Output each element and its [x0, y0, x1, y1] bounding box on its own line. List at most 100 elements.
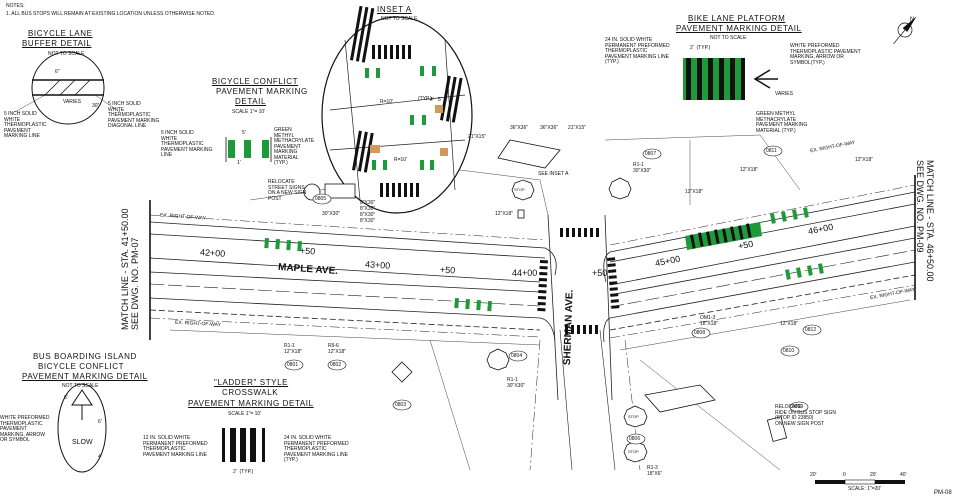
sign-om1-3-size: 18"X18": [700, 321, 719, 327]
sign-size-3: 36"X36": [540, 125, 559, 131]
island-title-2: BICYCLE CONFLICT: [38, 362, 125, 371]
island-note: WHITE PREFORMED THERMOPLASTIC PAVEMENT M…: [0, 415, 50, 443]
sign-r1-1-c-size: 30"X30": [507, 383, 526, 389]
inset-r10b: R=10': [394, 157, 408, 163]
stop-sign-3: STOP: [628, 449, 639, 454]
callout-0803: 0803: [395, 402, 407, 408]
scale-tick-0: 20': [810, 472, 817, 478]
station-42-50: +50: [299, 245, 316, 257]
conflict-title-3: DETAIL: [235, 97, 267, 106]
buffer-dim-varies: VARIES: [63, 99, 81, 105]
callout-0812: 0812: [805, 327, 817, 333]
sign-r1-1-a-size: 12"X18": [284, 349, 303, 355]
crosswalks: [537, 228, 620, 334]
island-dim-c: 4': [98, 454, 102, 460]
inset-scale: NOT TO SCALE: [381, 16, 418, 22]
callout-0805: 0805: [315, 196, 327, 202]
ladder-dim: 2' (TYP.): [233, 469, 254, 475]
sign-size-2: 36"X36": [510, 125, 529, 131]
inset-title: INSET A: [377, 5, 412, 14]
platform-title-2: PAVEMENT MARKING DETAIL: [676, 24, 802, 33]
buffer-scale: NOT TO SCALE: [48, 51, 85, 57]
ladder-right-note: 24 IN. SOLID WHITE PERMANENT PREFORMED T…: [284, 435, 349, 463]
match-right: MATCH LINE - STA. 46+50.00 SEE DWG. NO. …: [915, 160, 935, 282]
callout-0808: 0808: [694, 330, 706, 336]
bike-platform-plan: [685, 222, 762, 250]
sign-size-6: 12"X18": [495, 211, 514, 217]
conflict-scale: SCALE 1"= 10': [232, 109, 266, 115]
sign-shapes: [303, 139, 788, 463]
relocate-street-signs: RELOCATE STREET SIGNS ON A NEW SIGN POST: [268, 179, 307, 202]
island-dim-a: 6': [64, 395, 68, 401]
sign-r9-6-size: 12"X18": [328, 349, 347, 355]
ladder-title-1: "LADDER" STYLE: [214, 378, 289, 387]
buffer-title-1: BICYCLE LANE: [28, 29, 93, 38]
platform-title-1: BIKE LANE PLATFORM: [688, 14, 786, 23]
sign-size-4: 21"X15": [568, 125, 587, 131]
callout-0804: 0804: [511, 353, 523, 359]
match-left: MATCH LINE - STA. 41+50.00 SEE DWG. NO. …: [120, 208, 140, 330]
conflict-dim-b: 1': [237, 160, 241, 166]
ladder-scale: SCALE 1"= 10': [228, 411, 262, 417]
callout-0811: 0811: [766, 148, 777, 154]
sign-r1-1-c: R1-1: [507, 377, 518, 383]
sign-size-12: 12"X18": [740, 167, 759, 173]
platform-dim-top: 2' (TYP.): [690, 45, 711, 51]
callout-0810: 0810: [783, 348, 795, 354]
bike-lane-green-right: [770, 207, 824, 280]
sign-size-7: 8"X30": [360, 200, 376, 206]
buffer-left-note: 5 INCH SOLID WHITE THERMOPLASTIC PAVEMEN…: [4, 111, 47, 139]
island-title-3: PAVEMENT MARKING DETAIL: [22, 372, 148, 381]
island-title-1: BUS BOARDING ISLAND: [33, 352, 137, 361]
island-dim-b: 6': [98, 419, 102, 425]
ladder-title-2: CROSSWALK: [222, 388, 279, 397]
callout-0807: 0807: [645, 151, 657, 157]
sheet-id: PM-08: [934, 490, 952, 496]
station-44: 44+00: [512, 268, 538, 278]
sign-size-13: 12"X18": [855, 157, 874, 163]
inset-dim-5: 5': [438, 97, 442, 103]
sign-size-11: 12"X18": [685, 189, 704, 195]
sign-size-10: 8"X30": [360, 218, 376, 224]
bike-lane-green-left: [264, 238, 492, 312]
north-arrow-geom: [893, 16, 917, 45]
relocate-bus-sign: RELOCATE RIDE ON BUS STOP SIGN (STOP ID …: [775, 404, 836, 427]
sign-size-8: 8"X30": [360, 206, 376, 212]
sign-om1-3: OM1-3: [700, 315, 716, 321]
ladder-left-note: 12 IN. SOLID WHITE PERMANENT PREFORMED T…: [143, 435, 208, 458]
stop-sign-2: STOP: [628, 414, 639, 419]
sign-r1-1-a: R1-1: [284, 343, 295, 349]
sign-r1-3: R1-3: [647, 465, 658, 471]
callout-0801: 0801: [287, 362, 299, 368]
scale-label: SCALE: 1"=20': [848, 486, 882, 492]
sign-r1-1-b: R1-1: [633, 162, 644, 168]
conflict-title-2: PAVEMENT MARKING: [216, 87, 308, 96]
sign-r1-1-b-size: 30"X30": [633, 168, 652, 174]
station-42: 42+00: [199, 247, 226, 259]
inset-a-detail: [321, 5, 473, 214]
inset-typ: (TYP.): [418, 96, 432, 102]
conflict-detail-geom: [225, 137, 272, 162]
platform-detail-geom: [683, 58, 778, 100]
maple-ave-road: [149, 184, 916, 471]
conflict-dim-a: 5': [242, 130, 246, 136]
buffer-dim-30: 30": [92, 103, 100, 109]
ladder-detail-geom: [222, 428, 265, 462]
callout-0806: 0806: [629, 436, 641, 442]
ladder-title-3: PAVEMENT MARKING DETAIL: [188, 399, 314, 408]
sign-r9-6: R9-6: [328, 343, 339, 349]
buffer-title-2: BUFFER DETAIL: [22, 39, 92, 48]
scale-tick-2: 20': [870, 472, 877, 478]
island-detail-geom: [57, 383, 107, 473]
sign-size-9: 8"X30": [360, 212, 376, 218]
sign-r1-3-size: 18"X6": [647, 471, 663, 477]
stop-sign-1: STOP: [514, 187, 525, 192]
scale-tick-3: 40': [900, 472, 907, 478]
buffer-right-note: 5 INCH SOLID WHITE THERMOPLASTIC PAVEMEN…: [108, 101, 160, 129]
callout-0809: 0809: [792, 404, 804, 410]
callout-0802: 0802: [330, 362, 342, 368]
inset-dim-4: 4': [430, 97, 434, 103]
platform-left-note: 24 IN. SOLID WHITE PERMANENT PREFORMED T…: [605, 37, 670, 65]
station-44-50: +50: [592, 268, 608, 278]
